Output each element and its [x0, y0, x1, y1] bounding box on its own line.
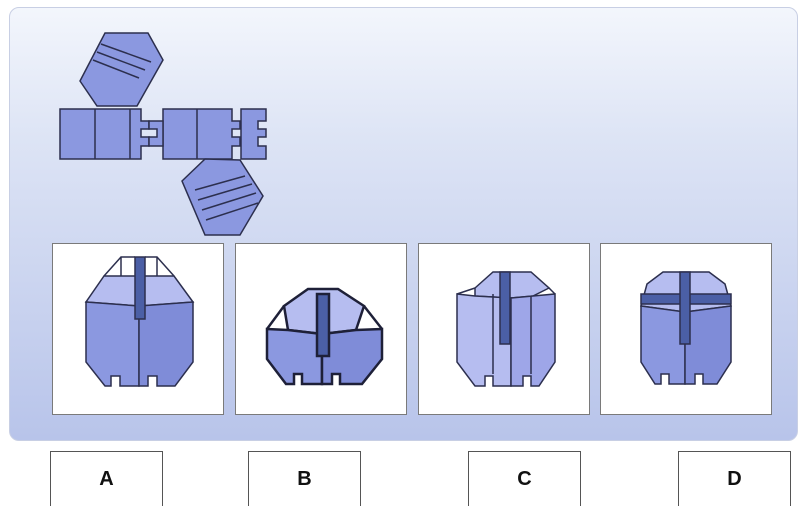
option-b-box[interactable]: [235, 243, 407, 415]
option-d-label-box[interactable]: D: [678, 451, 791, 506]
net-face-strip: [59, 108, 150, 160]
option-c-label: C: [517, 467, 532, 490]
option-d-box[interactable]: [600, 243, 772, 415]
option-c-figure: [456, 271, 556, 387]
option-a-figure: [84, 256, 195, 387]
option-b-label: B: [297, 467, 312, 490]
option-b-label-box[interactable]: B: [248, 451, 361, 506]
unfolded-net-diagram: [59, 32, 267, 236]
option-a-label: A: [99, 467, 114, 490]
option-a-box[interactable]: [52, 243, 224, 415]
option-a-label-box[interactable]: A: [50, 451, 163, 506]
option-c-box[interactable]: [418, 243, 590, 415]
net-top-hexagon: [79, 32, 164, 107]
net-bottom-hexagon: [181, 158, 264, 236]
option-d-figure: [640, 271, 732, 385]
net-face-strip-2: [162, 108, 241, 160]
net-face-end: [240, 108, 267, 160]
option-b-figure: [265, 287, 384, 386]
option-d-label: D: [727, 467, 742, 490]
option-c-label-box[interactable]: C: [468, 451, 581, 506]
